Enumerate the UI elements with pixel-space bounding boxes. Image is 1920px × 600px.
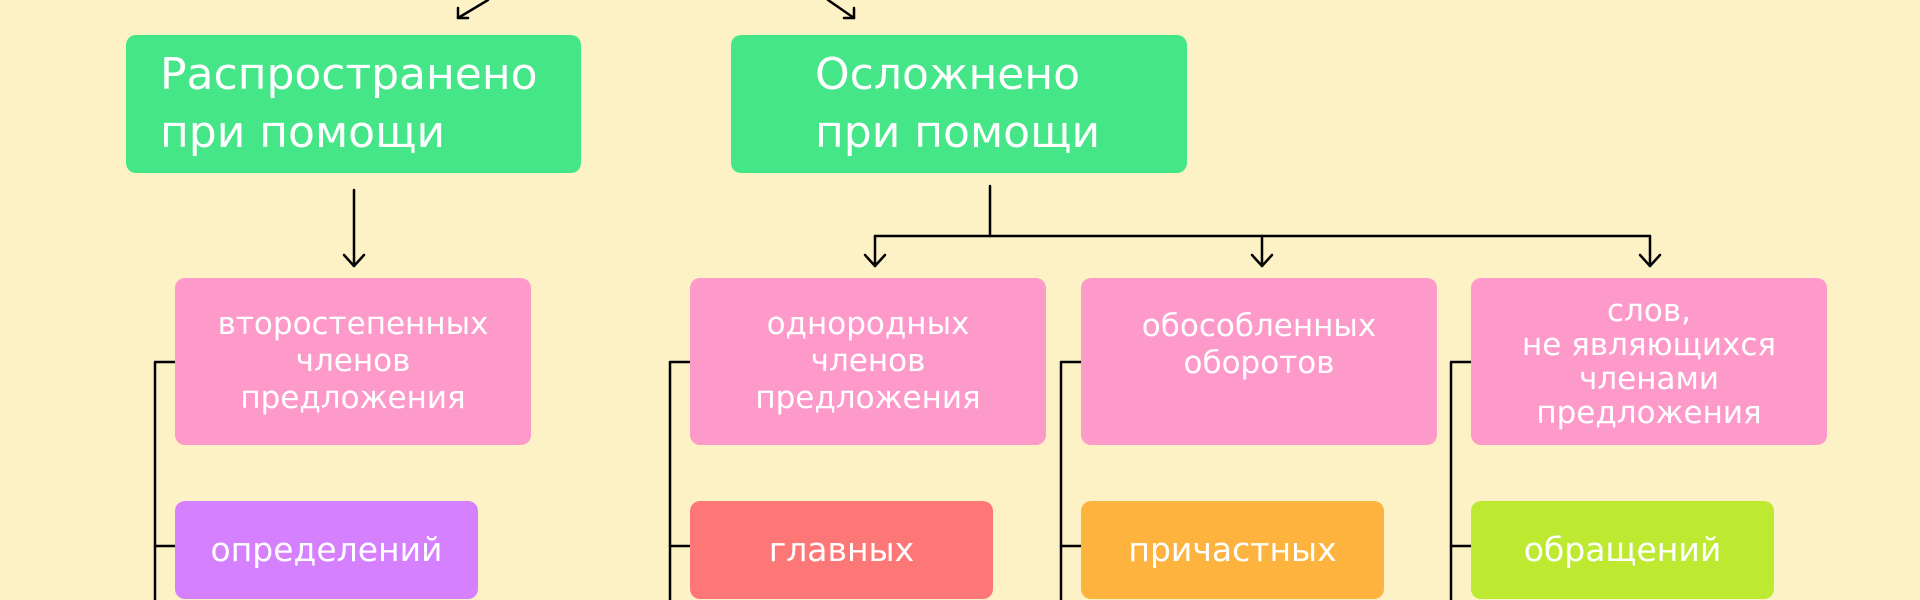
non-members-line1: слов,	[1607, 292, 1691, 329]
isolated-line2: оборотов	[1183, 344, 1335, 381]
widespread-line1: Распространено	[160, 49, 538, 100]
participial-label: причастных	[1128, 530, 1337, 569]
homogeneous-line2: членов	[810, 343, 926, 379]
isolated-phrases-box: обособленных оборотов	[1081, 278, 1437, 445]
definitions-label: определений	[210, 530, 443, 569]
main-label: главных	[768, 530, 915, 569]
addresses-box: обращений	[1471, 501, 1774, 599]
widespread-box: Распространено при помощи	[126, 35, 581, 173]
complicated-line2: при помощи	[815, 107, 1101, 158]
homogeneous-line3: предложения	[755, 380, 981, 416]
addresses-label: обращений	[1523, 530, 1722, 569]
non-members-box: слов, не являющихся членами предложения	[1471, 278, 1827, 445]
non-members-line4: предложения	[1536, 394, 1762, 431]
main-members-box: главных	[690, 501, 993, 599]
secondary-members-box: второстепенных членов предложения	[175, 278, 531, 445]
participial-box: причастных	[1081, 501, 1384, 599]
complicated-line1: Осложнено	[815, 49, 1081, 100]
non-members-line3: членами	[1579, 360, 1719, 397]
widespread-line2: при помощи	[160, 107, 446, 158]
secondary-line3: предложения	[240, 380, 466, 416]
non-members-line2: не являющихся	[1521, 326, 1777, 363]
definitions-box: определений	[175, 501, 478, 599]
homogeneous-members-box: однородных членов предложения	[690, 278, 1046, 445]
secondary-line2: членов	[295, 343, 411, 379]
isolated-line1: обособленных	[1141, 307, 1377, 344]
secondary-line1: второстепенных	[217, 306, 489, 342]
complicated-box: Осложнено при помощи	[731, 35, 1187, 173]
homogeneous-line1: однородных	[766, 306, 970, 342]
